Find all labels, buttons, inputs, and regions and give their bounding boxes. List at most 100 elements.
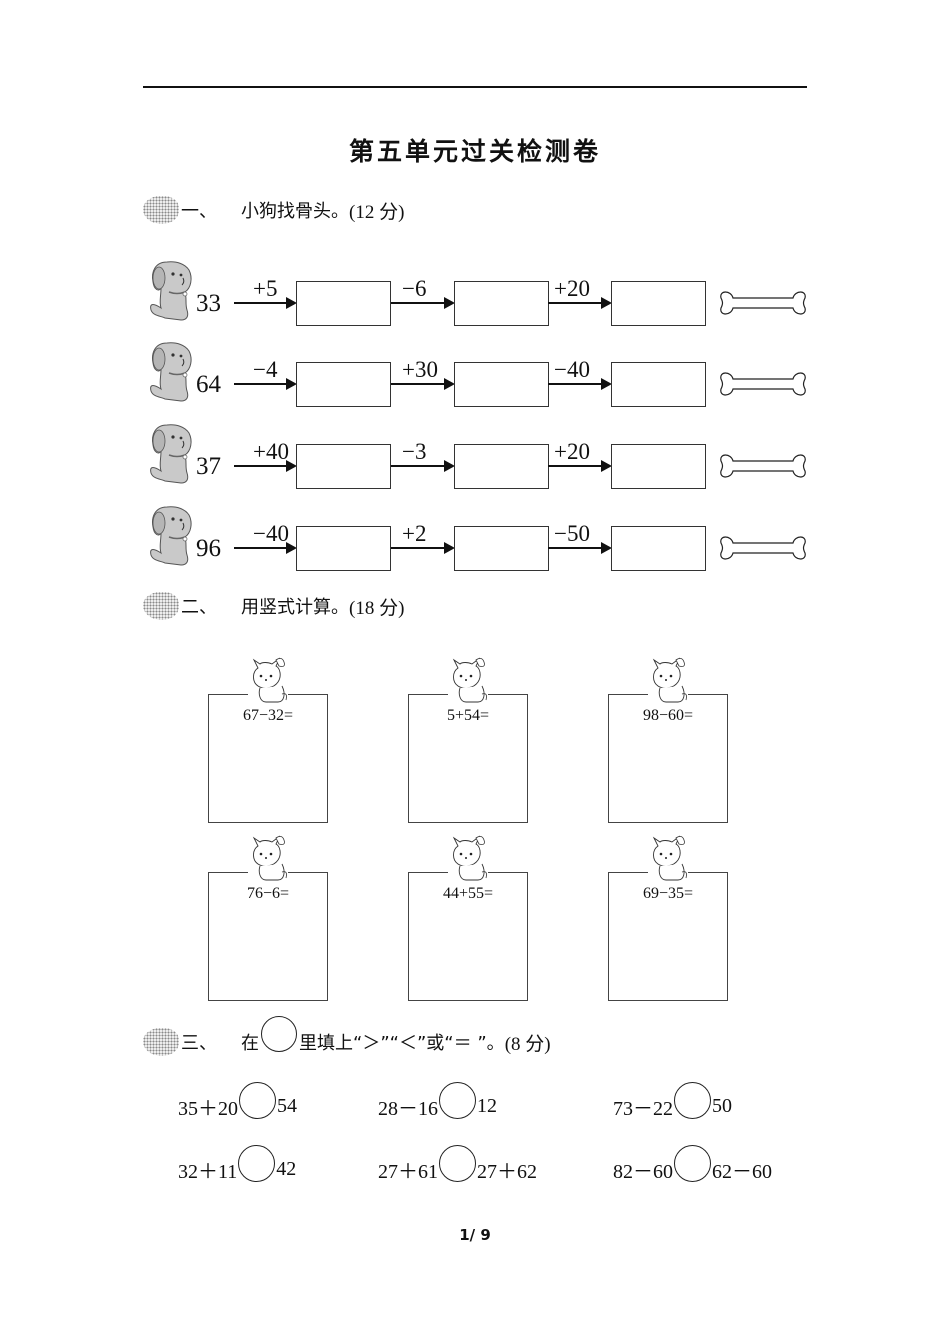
answer-box[interactable]: [296, 362, 391, 407]
bone-icon: [719, 369, 807, 399]
compare-right: 27＋62: [477, 1161, 537, 1183]
frame-top-left: [608, 694, 648, 696]
section-1-heading: 一、 小狗找骨头。 (12 分): [143, 196, 404, 224]
compare-circle-input[interactable]: [674, 1082, 711, 1119]
arrow-icon: [391, 297, 455, 309]
answer-box[interactable]: [296, 444, 391, 489]
dotted-bullet-icon: [143, 592, 179, 620]
header-rule: [143, 86, 807, 88]
operation-label: +2: [402, 521, 427, 546]
dog-icon: [147, 339, 195, 405]
compare-circle-input[interactable]: [238, 1145, 276, 1182]
frame-top-right: [688, 694, 728, 696]
operation-label: +30: [402, 357, 438, 382]
answer-box[interactable]: [454, 281, 549, 326]
answer-box[interactable]: [611, 362, 706, 407]
answer-box[interactable]: [454, 444, 549, 489]
calc-box[interactable]: 98−60=: [608, 657, 728, 824]
dog-row: 64−4+30−40: [143, 339, 813, 409]
dog-row: 33+5−6+20: [143, 258, 813, 328]
arrow-icon: [548, 460, 612, 472]
compare-right: 50: [712, 1095, 732, 1117]
arrow-icon: [234, 297, 297, 309]
compare-left: 27＋61: [378, 1161, 438, 1183]
bone-icon: [719, 288, 807, 318]
compare-circle-input[interactable]: [239, 1082, 276, 1119]
arrow-icon: [548, 542, 612, 554]
section-3-heading: 三、 在 里填上“＞”“＜”或“＝ ”。 (8 分): [143, 1016, 551, 1060]
bone-icon: [719, 533, 807, 563]
answer-box[interactable]: [296, 526, 391, 571]
compare-left: 32＋11: [178, 1161, 238, 1183]
frame-top-right: [488, 872, 528, 874]
arrow-icon: [548, 378, 612, 390]
arrow-icon: [391, 460, 455, 472]
compare-circle-input[interactable]: [439, 1082, 476, 1119]
operation-label: +40: [253, 439, 289, 464]
arrow-icon: [391, 378, 455, 390]
calc-frame: [608, 872, 728, 1001]
operation-label: +20: [554, 439, 590, 464]
frame-top-right: [688, 872, 728, 874]
page-title: 第五单元过关检测卷: [348, 137, 601, 166]
dog-row: 37+40−3+20: [143, 421, 813, 491]
kitten-icon: [646, 654, 690, 704]
kitten-icon: [446, 832, 490, 882]
calc-frame: [408, 694, 528, 823]
compare-circle-input[interactable]: [439, 1145, 476, 1182]
calc-expression: 69−35=: [642, 885, 694, 902]
frame-top-left: [208, 872, 248, 874]
calc-expression: 5+54=: [446, 707, 490, 724]
compare-circle-input[interactable]: [674, 1145, 711, 1182]
answer-box[interactable]: [611, 526, 706, 571]
calc-frame: [408, 872, 528, 1001]
answer-box[interactable]: [611, 444, 706, 489]
start-number: 33: [196, 290, 221, 317]
section-instruction: 小狗找骨头。: [241, 201, 349, 222]
calc-box[interactable]: 76−6=: [208, 835, 328, 1002]
calc-expression: 44+55=: [442, 885, 494, 902]
dotted-bullet-icon: [143, 196, 179, 224]
operation-label: +20: [554, 276, 590, 301]
calc-frame: [608, 694, 728, 823]
frame-top-left: [208, 694, 248, 696]
compare-item: 32＋11 42: [178, 1145, 297, 1188]
calc-box[interactable]: 67−32=: [208, 657, 328, 824]
kitten-icon: [446, 654, 490, 704]
operation-label: −50: [554, 521, 590, 546]
compare-item: 27＋61 27＋62: [378, 1145, 537, 1188]
section-number: 三、: [181, 1033, 217, 1054]
section-points: (8 分): [504, 1033, 551, 1055]
answer-box[interactable]: [454, 362, 549, 407]
frame-top-left: [608, 872, 648, 874]
calc-frame: [208, 872, 328, 1001]
answer-box[interactable]: [454, 526, 549, 571]
frame-top-right: [488, 694, 528, 696]
section-number: 二、: [181, 597, 217, 618]
answer-box[interactable]: [611, 281, 706, 326]
arrow-icon: [234, 542, 297, 554]
compare-left: 82－60: [613, 1161, 673, 1183]
kitten-icon: [246, 654, 290, 704]
compare-item: 82－60 62－60: [613, 1145, 772, 1188]
start-number: 37: [196, 453, 221, 480]
operation-label: +5: [253, 276, 278, 301]
calc-box[interactable]: 44+55=: [408, 835, 528, 1002]
compare-right: 62－60: [712, 1161, 772, 1183]
section-points: (18 分): [349, 597, 405, 619]
compare-left: 73－22: [613, 1098, 673, 1120]
section-instruction-before: 在: [241, 1033, 259, 1054]
bone-icon: [719, 451, 807, 481]
calc-box[interactable]: 5+54=: [408, 657, 528, 824]
section-instruction: 用竖式计算。: [241, 597, 349, 618]
compare-right: 42: [276, 1158, 297, 1180]
section-points: (12 分): [349, 201, 405, 223]
compare-right: 54: [277, 1095, 297, 1117]
compare-item: 73－22 50: [613, 1082, 732, 1125]
calc-box[interactable]: 69−35=: [608, 835, 728, 1002]
calc-frame: [208, 694, 328, 823]
answer-box[interactable]: [296, 281, 391, 326]
arrow-icon: [391, 542, 455, 554]
